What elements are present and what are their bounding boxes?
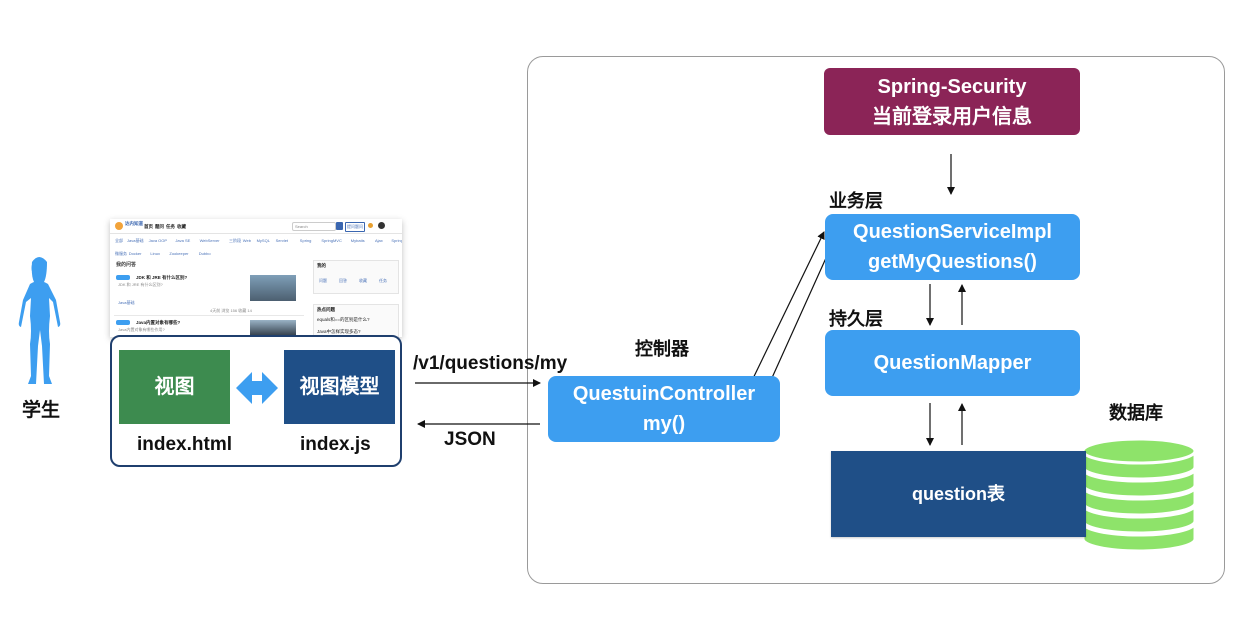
- screenshot-tag-link[interactable]: Mybatis: [350, 238, 365, 243]
- screenshot-tag-link[interactable]: MySQL: [256, 238, 270, 243]
- screenshot-tag-link[interactable]: Java SE: [175, 238, 191, 243]
- screenshot-search-icon[interactable]: [336, 222, 343, 230]
- spring-security-title: Spring-Security: [877, 75, 1027, 98]
- controller-method-label: my(): [642, 413, 686, 435]
- screenshot-tag-link[interactable]: Ajax: [375, 238, 383, 243]
- view-file-label: index.html: [137, 434, 233, 455]
- page-screenshot-thumbnail: 达内知道 首页 题问 任务 收藏 Search 提问题问 全部 Java基础 Jav…: [110, 219, 402, 337]
- screenshot-tag-link[interactable]: 全部: [115, 238, 123, 243]
- logo-icon: [115, 222, 123, 230]
- screenshot-ask-button[interactable]: 提问题问: [345, 222, 365, 232]
- screenshot-tag-link[interactable]: WebServer: [199, 238, 220, 243]
- screenshot-side-panel-hot: 热点问题 equals和==的区别是什么? Java中怎样实现多态?: [313, 304, 399, 337]
- screenshot-tag-link[interactable]: 三阶段: [229, 238, 241, 243]
- q1-tag[interactable]: Java基础: [118, 300, 135, 305]
- q1-badge: [116, 275, 130, 280]
- screenshot-tag-link[interactable]: Servlet: [275, 238, 289, 243]
- viewmodel-box: 视图模型: [284, 350, 395, 424]
- q2-badge: [116, 320, 130, 325]
- screenshot-tag-link[interactable]: Java基础: [127, 238, 144, 243]
- controller-to-service-arrow: [744, 231, 825, 396]
- bell-icon[interactable]: [368, 223, 373, 228]
- q2-title[interactable]: Java内置对象有哪些?: [136, 320, 181, 325]
- question-table-label: question表: [912, 484, 1005, 504]
- screenshot-tag-link[interactable]: Linux: [150, 251, 160, 256]
- screenshot-tag-link[interactable]: Docker: [128, 251, 142, 256]
- question-table-box: question表: [831, 451, 1086, 537]
- q1-meta: 4天前 浏览 156 收藏 14: [210, 308, 252, 313]
- mapper-class-label: QuestionMapper: [873, 352, 1032, 374]
- screenshot-side-panel-mine: 我的 问题 回答 收藏 任务: [313, 260, 399, 294]
- mapper-layer-label: 持久层: [829, 309, 883, 329]
- viewmodel-label: 视图模型: [299, 376, 380, 398]
- viewmodel-file-label: index.js: [300, 434, 371, 455]
- q2-thumbnail: [250, 320, 296, 337]
- screenshot-tag-link[interactable]: Dubbo: [198, 251, 211, 256]
- screenshot-tag-link[interactable]: 微服务: [115, 251, 127, 256]
- spring-security-box: Spring-Security 当前登录用户信息: [824, 68, 1080, 135]
- database-icon: [1081, 437, 1197, 553]
- server-container: [527, 56, 1225, 584]
- view-box: 视图: [119, 350, 230, 424]
- request-url-label: /v1/questions/my: [413, 353, 568, 374]
- spring-security-desc: 当前登录用户信息: [872, 105, 1032, 128]
- student-figure-icon: [18, 257, 61, 384]
- service-class-label: QuestionServiceImpl: [853, 221, 1052, 243]
- q1-thumbnail: [250, 275, 296, 301]
- controller-box: QuestuinController my(): [548, 376, 780, 442]
- screenshot-search-input[interactable]: Search: [292, 222, 336, 231]
- screenshot-tag-link[interactable]: SpringMVC: [321, 238, 342, 243]
- q1-title[interactable]: JDK 和 JRE 有什么区别?: [136, 275, 188, 280]
- screenshot-tag-link[interactable]: Spring: [299, 238, 312, 243]
- screenshot-section-title: 我的问答: [116, 262, 137, 268]
- screenshot-navbar: 达内知道 首页 题问 任务 收藏 Search 提问题问: [110, 219, 402, 234]
- screenshot-tag-link[interactable]: Java OOP: [148, 238, 168, 243]
- controller-layer-label: 控制器: [635, 339, 689, 359]
- q1-desc: JDK 和 JRE 有什么区别?: [118, 282, 163, 287]
- mapper-box: QuestionMapper: [825, 330, 1080, 396]
- screenshot-tag-link[interactable]: Web: [242, 238, 251, 243]
- service-box: QuestionServiceImpl getMyQuestions(): [825, 214, 1080, 280]
- controller-class-label: QuestuinController: [572, 383, 756, 405]
- screenshot-tag-link[interactable]: SpringBoot: [391, 238, 402, 243]
- q2-desc: Java内置对象有哪些作用?: [118, 327, 165, 332]
- database-label: 数据库: [1109, 403, 1163, 423]
- student-label: 学生: [22, 400, 61, 421]
- service-method-label: getMyQuestions(): [868, 251, 1037, 273]
- view-label: 视图: [154, 376, 195, 398]
- avatar[interactable]: [378, 222, 385, 229]
- response-label: JSON: [444, 429, 496, 450]
- service-layer-label: 业务层: [829, 191, 883, 211]
- screenshot-tag-link[interactable]: Zookeeper: [169, 251, 189, 256]
